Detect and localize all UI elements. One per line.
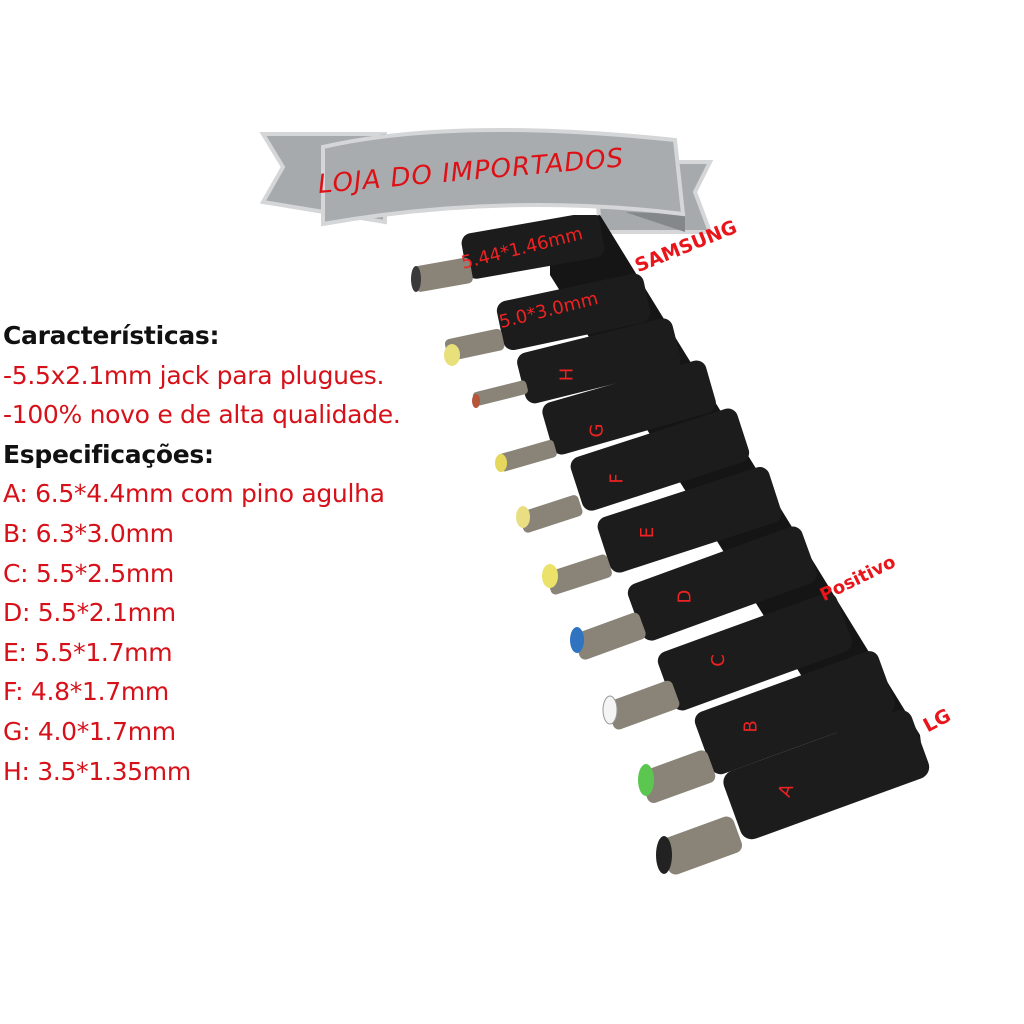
spec-item-c: C: 5.5*2.5mm: [3, 558, 174, 588]
product-photo: [400, 215, 960, 875]
tip-label-g: G: [586, 423, 608, 438]
spec-item-a: A: 6.5*4.4mm com pino agulha: [3, 479, 385, 509]
tip-label-e: E: [637, 526, 659, 539]
tip-label-h: H: [556, 367, 578, 382]
spec-item-g: G: 4.0*1.7mm: [3, 716, 176, 746]
specifications-heading: Especificações:: [3, 439, 214, 469]
spec-item-d: D: 5.5*2.1mm: [3, 598, 176, 628]
spec-item-h: H: 3.5*1.35mm: [3, 756, 191, 786]
spec-item-f: F: 4.8*1.7mm: [3, 677, 169, 707]
characteristic-item: -100% novo e de alta qualidade.: [3, 400, 401, 430]
characteristics-heading: Características:: [3, 321, 220, 350]
adapter-tips-illustration: [411, 215, 930, 875]
spec-item-e: E: 5.5*1.7mm: [3, 637, 173, 667]
tip-label-d: D: [674, 589, 696, 604]
tip-label-b: B: [740, 720, 762, 733]
tip-label-c: C: [707, 654, 729, 667]
spec-list: Características: -5.5x2.1mm jack para pl…: [3, 316, 401, 791]
characteristic-item: -5.5x2.1mm jack para plugues.: [3, 360, 385, 390]
tip-label-f: F: [606, 473, 628, 484]
spec-item-b: B: 6.3*3.0mm: [3, 518, 174, 548]
